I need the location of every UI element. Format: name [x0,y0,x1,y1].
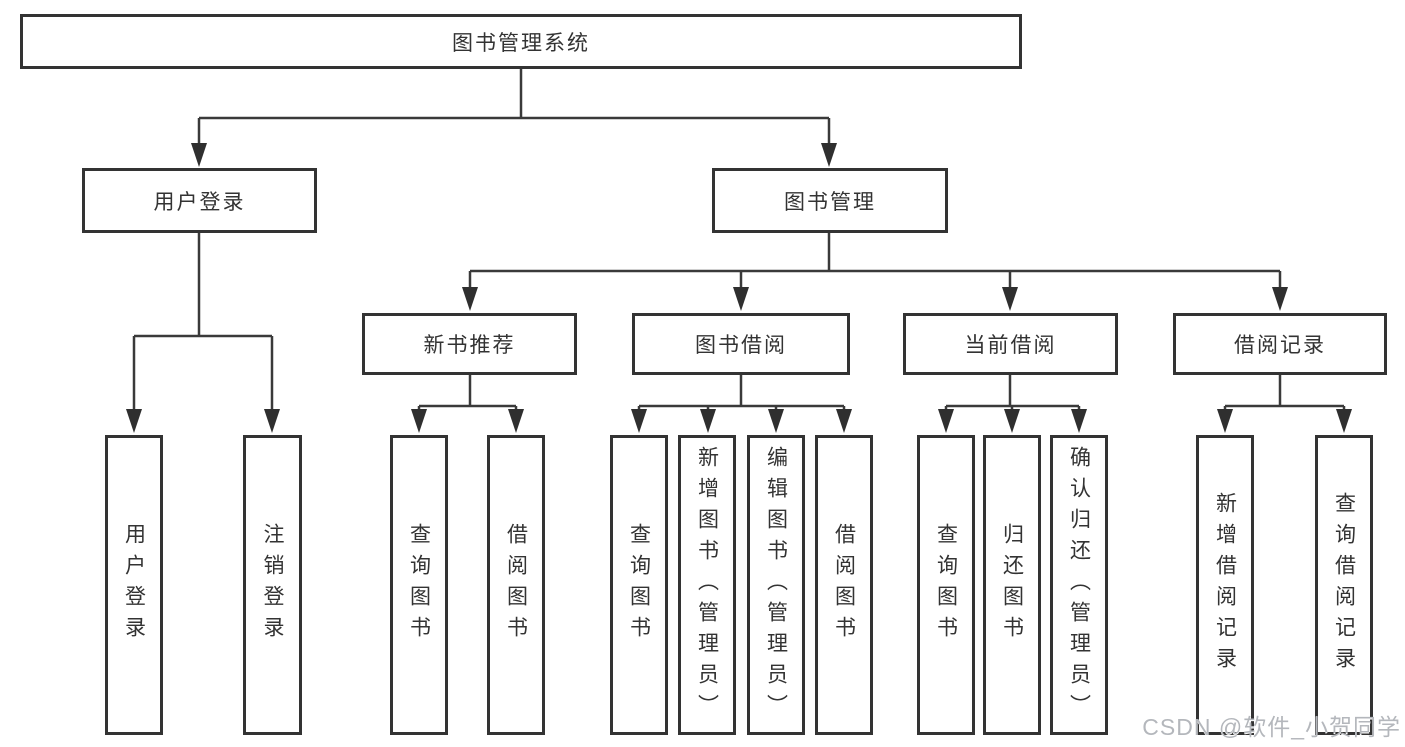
arrowhead-icon [768,409,784,433]
leaf-edit-book-admin: 编辑图书（管理员） [747,435,805,735]
leaf-query-book-current: 查询图书 [917,435,975,735]
leaf-query-borrow-record-label: 查询借阅记录 [1332,492,1356,678]
node-book-management-label: 图书管理 [784,190,876,214]
arrowhead-icon [264,409,280,433]
arrowhead-icon [1071,409,1087,433]
arrowhead-icon [508,409,524,433]
leaf-query-book-recommend: 查询图书 [390,435,448,735]
leaf-user-login: 用户登录 [105,435,163,735]
connector-bookmgmt-to-level3 [468,233,1282,295]
arrowhead-icon [836,409,852,433]
node-borrow-records-label: 借阅记录 [1234,334,1326,357]
arrowhead-icon [938,409,954,433]
arrowhead-icon [1002,287,1018,311]
leaf-confirm-return-admin: 确认归还（管理员） [1050,435,1108,735]
arrowhead-icon [126,409,142,433]
node-book-management: 图书管理 [712,168,948,233]
node-user-login: 用户登录 [82,168,317,233]
node-book-borrow: 图书借阅 [632,313,850,375]
leaf-query-book-borrow-label: 查询图书 [627,523,651,647]
arrowhead-icon [1272,287,1288,311]
arrowhead-icon [1004,409,1020,433]
leaf-return-book: 归还图书 [983,435,1041,735]
node-book-borrow-label: 图书借阅 [695,334,787,357]
connector-bookborrow-to-leaves [637,375,846,416]
arrowhead-icon [733,287,749,311]
node-borrow-records: 借阅记录 [1173,313,1387,375]
leaf-logout: 注销登录 [243,435,302,735]
arrowhead-icon [1336,409,1352,433]
node-new-book-recommend-label: 新书推荐 [423,334,516,357]
leaf-query-book-current-label: 查询图书 [934,523,958,647]
leaf-add-borrow-record: 新增借阅记录 [1196,435,1254,735]
node-root: 图书管理系统 [20,14,1022,69]
leaf-add-borrow-record-label: 新增借阅记录 [1213,492,1237,678]
leaf-query-book-borrow: 查询图书 [610,435,668,735]
leaf-add-book-admin: 新增图书（管理员） [678,435,736,735]
leaf-confirm-return-admin-label: 确认归还（管理员） [1067,445,1091,725]
leaf-borrow-book: 借阅图书 [815,435,873,735]
node-user-login-label: 用户登录 [153,190,246,214]
node-current-borrow: 当前借阅 [903,313,1118,375]
arrowhead-icon [1217,409,1233,433]
leaf-borrow-book-label: 借阅图书 [832,523,856,647]
node-current-borrow-label: 当前借阅 [964,334,1057,357]
leaf-return-book-label: 归还图书 [1000,523,1024,647]
leaf-add-book-admin-label: 新增图书（管理员） [695,445,719,725]
leaf-edit-book-admin-label: 编辑图书（管理员） [764,445,788,725]
connector-borrowrecords-to-leaves [1223,375,1346,416]
leaf-borrow-book-recommend: 借阅图书 [487,435,545,735]
leaf-user-login-label: 用户登录 [122,523,146,647]
arrowhead-icon [411,409,427,433]
connector-root-to-level2 [197,69,831,150]
arrowhead-icon [700,409,716,433]
leaf-query-borrow-record: 查询借阅记录 [1315,435,1373,735]
leaf-borrow-book-recommend-label: 借阅图书 [504,523,528,647]
leaf-logout-label: 注销登录 [261,523,284,647]
node-root-label: 图书管理系统 [452,31,590,55]
arrowhead-icon [631,409,647,433]
connector-newbookrec-to-leaves [417,375,518,416]
node-new-book-recommend: 新书推荐 [362,313,577,375]
connector-userlogin-to-leaves [132,233,274,416]
arrowhead-icon [462,287,478,311]
leaf-query-book-recommend-label: 查询图书 [407,523,431,647]
arrowhead-icon [191,143,207,167]
arrowhead-icon [821,143,837,167]
